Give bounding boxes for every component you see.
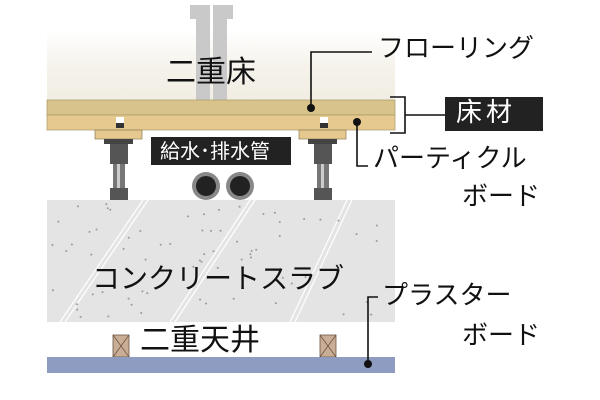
concrete-aggregate-dot [255,248,258,251]
concrete-aggregate-dot [249,256,252,259]
concrete-aggregate-dot [319,218,322,221]
concrete-aggregate-dot [337,219,340,222]
concrete-aggregate-dot [278,221,281,224]
concrete-aggregate-dot [209,229,212,232]
concrete-aggregate-dot [278,235,281,238]
concrete-aggregate-dot [144,258,147,261]
concrete-aggregate-dot [51,289,54,292]
plaster-board-label-line2: ボード [462,321,541,351]
concrete-aggregate-dot [101,291,104,294]
concrete-aggregate-dot [95,228,98,231]
floor-material-label: 床材 [456,98,517,128]
concrete-aggregate-dot [140,312,143,315]
concrete-aggregate-dot [273,211,276,214]
concrete-aggregate-dot [198,259,201,262]
concrete-aggregate-dot [70,243,73,246]
water-pipes-label: 給水･排水管 [160,139,270,163]
concrete-aggregate-dot [249,253,252,256]
concrete-aggregate-dot [290,282,293,285]
concrete-aggregate-dot [91,293,94,296]
particle-board-label-line2: ボード [462,182,541,212]
support-bolt-left [94,117,143,200]
concrete-aggregate-dot [106,207,109,210]
concrete-aggregate-dot [159,243,162,246]
concrete-aggregate-dot [109,208,112,211]
concrete-slab-label: コンクリートスラブ [92,262,345,295]
concrete-aggregate-dot [65,249,68,252]
concrete-aggregate-dot [238,205,241,208]
concrete-aggregate-dot [232,297,235,300]
concrete-aggregate-dot [201,229,204,232]
concrete-slab [47,199,395,323]
concrete-aggregate-dot [186,215,189,218]
concrete-aggregate-dot [88,230,91,233]
person-silhouette-icon [190,5,233,100]
concrete-aggregate-dot [375,224,378,227]
floor-material-badge [445,97,543,131]
concrete-aggregate-dot [76,308,79,311]
support-bolt-right [298,117,347,200]
concrete-aggregate-dot [281,276,284,279]
concrete-aggregate-dot [146,292,149,295]
concrete-aggregate-dot [76,205,79,208]
concrete-aggregate-dot [375,240,378,243]
plaster-board-label-line1: プラスター [382,281,512,311]
concrete-aggregate-dot [79,315,82,318]
concrete-aggregate-dot [370,313,373,316]
concrete-aggregate-dot [262,212,265,215]
flooring-layer [46,99,396,116]
plaster-board-layer [47,357,395,373]
concrete-aggregate-dot [141,290,144,293]
concrete-aggregate-dot [192,265,195,268]
leader-lines [310,51,445,364]
concrete-aggregate-dot [342,313,345,316]
pipe-label-box [151,137,291,165]
concrete-aggregate-dot [283,287,286,290]
concrete-aggregate-dot [90,253,93,256]
concrete-aggregate-dot [57,220,60,223]
concrete-aggregate-dot [216,266,219,269]
concrete-aggregate-dot [212,250,215,253]
concrete-aggregate-dot [130,303,133,306]
concrete-aggregate-dot [217,208,220,211]
concrete-aggregate-dot [107,315,110,318]
concrete-aggregate-dot [199,298,202,301]
concrete-aggregate-dot [75,303,78,306]
concrete-aggregate-dot [169,242,172,245]
concrete-aggregate-dot [205,302,208,305]
particle-board-layer [46,114,396,131]
concrete-aggregate-dot [303,218,306,221]
ceiling-joist-right [319,334,337,358]
concrete-aggregate-dot [127,297,130,300]
concrete-aggregate-dot [51,244,54,247]
concrete-aggregate-dot [236,240,239,243]
leader-dots [307,104,372,368]
concrete-aggregate-dot [274,302,277,305]
concrete-aggregate-dot [250,249,253,252]
pipe-icons [192,172,254,200]
ceiling-joist-left [112,334,130,358]
flooring-label: フローリング [378,34,535,64]
concrete-aggregate-dot [127,236,130,239]
concrete-aggregate-dot [203,213,206,216]
concrete-aggregate-dot [240,258,243,261]
concrete-aggregate-dot [203,253,206,256]
double-ceiling-label: 二重天井 [140,323,260,358]
concrete-aggregate-dot [105,203,108,206]
concrete-aggregate-dot [304,275,307,278]
particle-board-label-line1: パーティクル [373,144,527,174]
concrete-aggregate-dot [308,277,311,280]
concrete-aggregate-dot [200,260,203,263]
concrete-aggregate-dot [355,233,358,236]
concrete-aggregate-dot [139,229,142,232]
concrete-aggregate-dot [122,247,125,250]
concrete-aggregate-dot [219,229,222,232]
double-floor-label: 二重床 [166,55,256,90]
